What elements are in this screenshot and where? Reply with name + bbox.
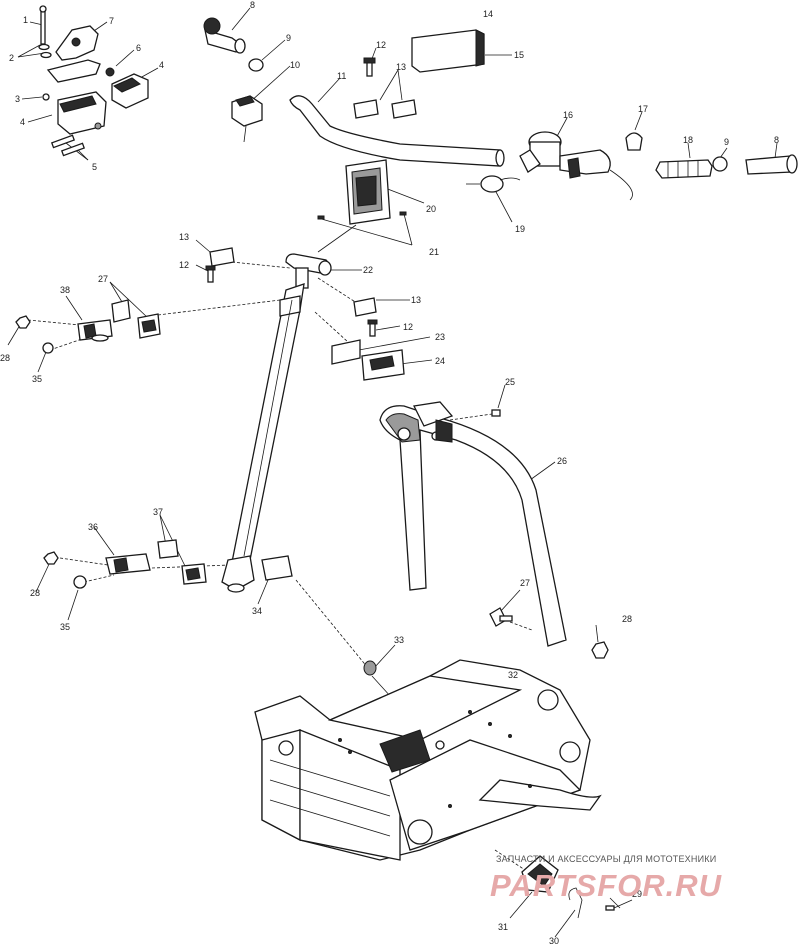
callout: 37	[153, 507, 163, 517]
callout: 2	[9, 53, 14, 63]
handlebar-and-controls	[203, 17, 798, 201]
lower-bearing-assembly	[43, 539, 293, 589]
watermark-logo: PARTSFOR.RU	[490, 868, 723, 903]
callout: 28	[0, 353, 10, 363]
callout: 4	[159, 60, 164, 70]
callout: 30	[549, 936, 559, 946]
callout: 32	[508, 670, 518, 680]
callout-numbers: 1 2 3 4 4 5 6 7 8 9 10 11 12 13 14 15 16…	[0, 0, 779, 946]
callout: 18	[683, 135, 693, 145]
callout: 26	[557, 456, 567, 466]
callout: 1	[23, 15, 28, 25]
upper-bearing-assembly	[15, 299, 161, 354]
callout: 8	[774, 135, 779, 145]
callout: 28	[622, 614, 632, 624]
callout: 15	[514, 50, 524, 60]
watermark-caption: ЗАПЧАСТИ И АКСЕССУАРЫ ДЛЯ МОТОТЕХНИКИ	[496, 854, 716, 864]
callout: 19	[515, 224, 525, 234]
callout: 34	[252, 606, 262, 616]
callout: 27	[98, 274, 108, 284]
callout: 36	[88, 522, 98, 532]
callout: 27	[520, 578, 530, 588]
callout: 35	[60, 622, 70, 632]
callout: 29	[632, 889, 642, 899]
callout: 16	[563, 110, 573, 120]
callout: 13	[396, 62, 406, 72]
callout: 4	[20, 117, 25, 127]
callout: 12	[179, 260, 189, 270]
callout: 8	[250, 0, 255, 10]
callout: 23	[435, 332, 445, 342]
callout: 24	[435, 356, 445, 366]
callout: 7	[109, 16, 114, 26]
callout: 12	[403, 322, 413, 332]
callout: 17	[638, 104, 648, 114]
leader-lines	[7, 7, 778, 938]
callout: 5	[92, 162, 97, 172]
callout: 14	[483, 9, 493, 19]
callout: 21	[429, 247, 439, 257]
callout: 10	[290, 60, 300, 70]
callout: 35	[32, 374, 42, 384]
brake-lever-bracket-assembly	[38, 5, 149, 157]
callout: 3	[15, 94, 20, 104]
steering-support-loop	[379, 401, 609, 659]
callout: 25	[505, 377, 515, 387]
callout: 11	[337, 71, 346, 81]
callout: 13	[179, 232, 189, 242]
callout: 20	[426, 204, 436, 214]
callout: 9	[724, 137, 729, 147]
callout: 13	[411, 295, 421, 305]
callout: 9	[286, 33, 291, 43]
callout: 12	[376, 40, 386, 50]
callout: 28	[30, 588, 40, 598]
callout: 31	[498, 922, 508, 932]
callout: 22	[363, 265, 373, 275]
chassis-frame	[254, 659, 602, 861]
watermark: ЗАПЧАСТИ И АКСЕССУАРЫ ДЛЯ МОТОТЕХНИКИ PA…	[490, 854, 723, 903]
callout: 33	[394, 635, 404, 645]
callout: 6	[136, 43, 141, 53]
callout: 38	[60, 285, 70, 295]
steering-column-assembly	[205, 159, 407, 593]
throttle-cable-parts	[521, 855, 633, 919]
